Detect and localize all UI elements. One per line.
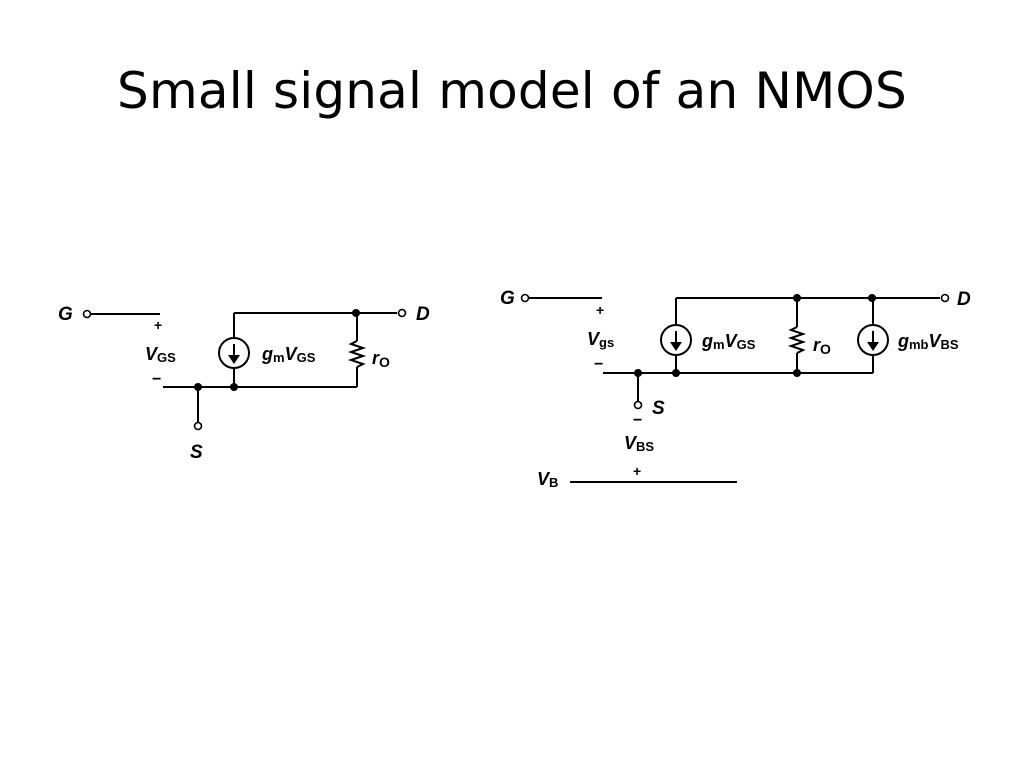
right-vgs-minus: − [594, 356, 603, 373]
right-cs-arrow-icon [670, 342, 682, 351]
left-junction-dot [230, 383, 238, 391]
left-drain-label: D [416, 304, 430, 325]
left-cs-arrow-icon [228, 355, 240, 364]
left-junction-dot [352, 309, 360, 317]
right-junction-dot [868, 294, 876, 302]
right-source-terminal [633, 400, 643, 410]
left-vgs-label: VGS [145, 344, 176, 365]
left-vgs-minus: − [152, 371, 161, 388]
slide-title: Small signal model of an NMOS [117, 62, 907, 120]
left-drain-terminal [397, 308, 407, 318]
left-source-label: S [190, 442, 203, 463]
right-junction-dot [672, 369, 680, 377]
right-resistor [787, 326, 807, 354]
left-gm-label: gmVGS [261, 344, 316, 365]
right-vbs-label: VBS [624, 433, 654, 454]
right-vbs-minus: − [633, 412, 642, 429]
left-source-terminal [193, 421, 203, 431]
left-ro-label: rO [372, 348, 390, 370]
right-gate-label: G [500, 288, 515, 309]
right-gate-terminal [520, 293, 530, 303]
right-vb-label: VB [537, 469, 558, 490]
right-vbs-plus: + [633, 463, 641, 479]
right-junction-dot [793, 294, 801, 302]
left-gate-terminal [82, 309, 92, 319]
right-vgs-label: Vgs [587, 329, 614, 350]
right-ro-label: rO [813, 335, 831, 357]
right-gmb-arrow-icon [867, 342, 879, 351]
right-gm-label: gmVGS [701, 331, 756, 352]
left-circuit: G + VGS − D gmVGS rO [58, 304, 430, 463]
right-drain-label: D [957, 289, 971, 310]
left-resistor [347, 340, 367, 368]
right-gmb-label: gmbVBS [897, 331, 959, 352]
right-source-label: S [652, 398, 665, 419]
left-gate-label: G [58, 304, 73, 325]
right-vgs-plus: + [596, 302, 604, 318]
right-drain-terminal [940, 293, 950, 303]
right-circuit: G + Vgs − D gmVGS rO [500, 288, 971, 490]
right-junction-dot [793, 369, 801, 377]
left-vgs-plus: + [154, 317, 162, 333]
